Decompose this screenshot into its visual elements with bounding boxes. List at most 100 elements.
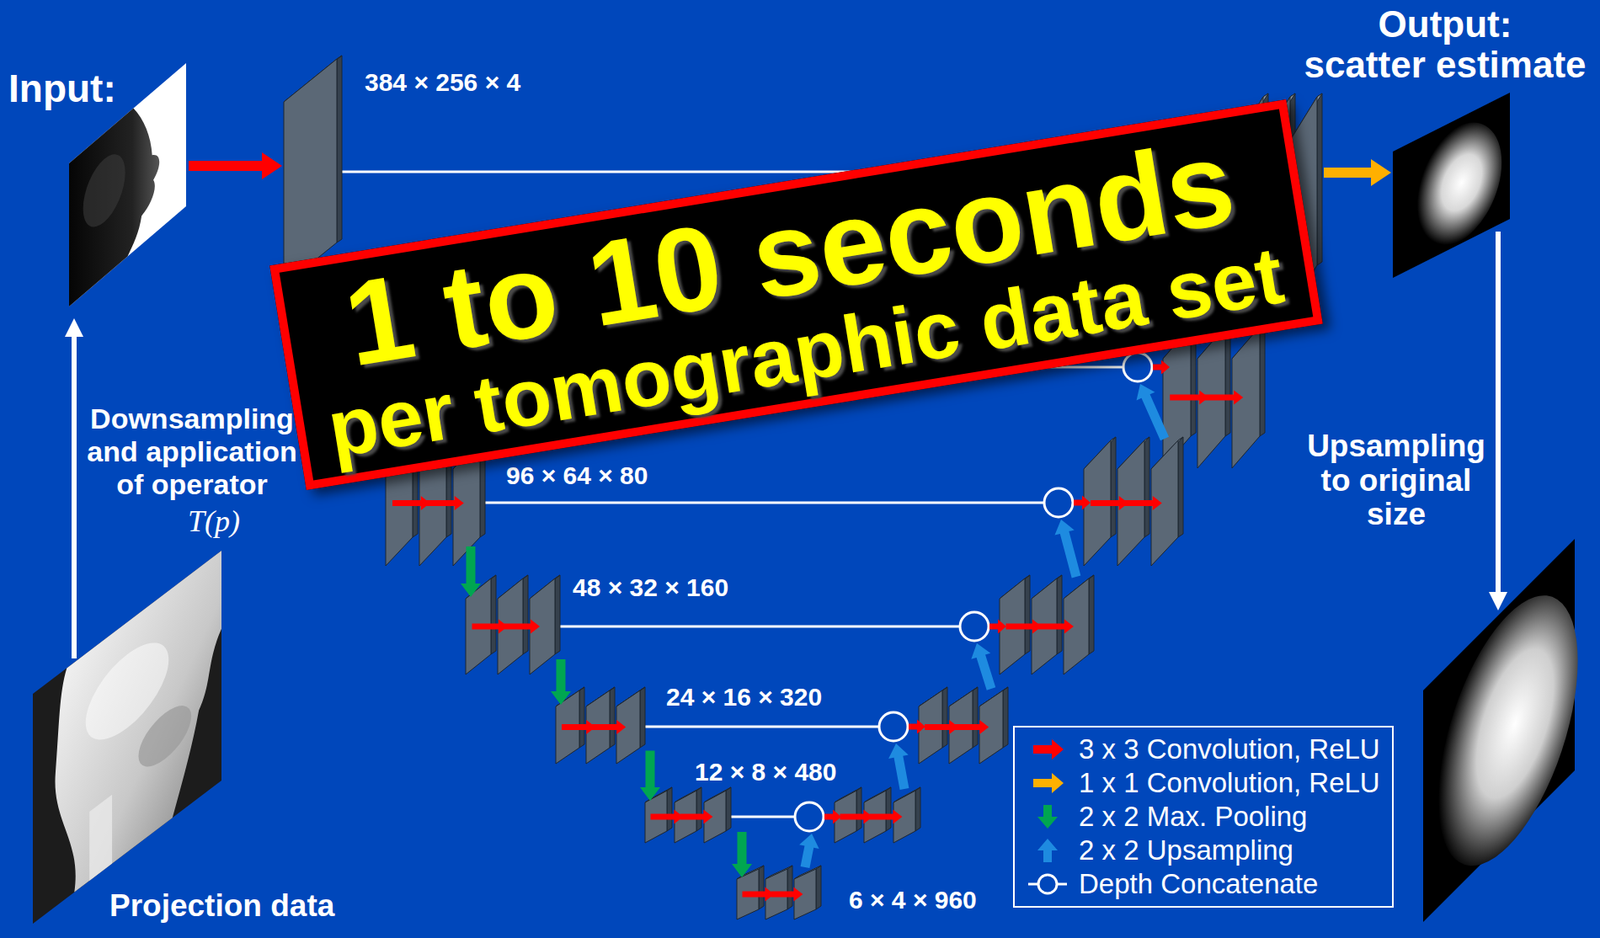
skip-line: [485, 501, 1045, 505]
convolution-arrow: [650, 810, 684, 825]
dimension-label: 24 × 16 × 320: [666, 682, 822, 711]
convolution-arrow: [954, 720, 989, 735]
feature-map-side: [522, 575, 528, 655]
pooling-arrow: [640, 751, 661, 802]
feature-map-side: [1110, 437, 1116, 538]
legend-label: 1 x 1 Convolution, ReLU: [1078, 767, 1381, 800]
convolution-arrow: [1006, 619, 1043, 635]
dimension-label: 6 × 4 × 960: [848, 885, 977, 914]
legend-swatch: [1033, 773, 1064, 794]
concatenate-symbol: [1123, 352, 1152, 382]
convolution-arrow: [771, 887, 804, 902]
upsampling-arrow: [1136, 384, 1169, 441]
dimension-label: 96 × 64 × 80: [506, 461, 649, 490]
skip-line: [560, 625, 960, 629]
feature-map-side: [816, 865, 822, 910]
legend-entry: 2 x 2 Upsampling: [1026, 833, 1381, 868]
feature-map-side: [758, 865, 764, 910]
spine-shade: [89, 794, 112, 881]
concatenate-symbol: [794, 802, 824, 832]
operator-symbol: T(p): [186, 505, 241, 539]
convolution-arrow: [989, 619, 1007, 635]
legend-entry: Depth Concatenate: [1026, 867, 1381, 902]
legend-swatch-frame: [1026, 769, 1069, 797]
convolution-arrow: [1204, 390, 1243, 406]
feature-map-side: [725, 787, 731, 832]
feature-map-side: [915, 787, 921, 832]
skull-highlight: [85, 623, 170, 760]
upsampling-flow-arrow: [1488, 231, 1508, 611]
legend-swatch: [1037, 838, 1058, 863]
unet-layers: [64, 55, 1508, 920]
convolution-arrow: [824, 810, 842, 825]
head-xray: [54, 550, 222, 907]
convolution-arrow: [426, 496, 464, 511]
legend-box: 3 x 3 Convolution, ReLU1 x 1 Convolution…: [1013, 725, 1394, 908]
feature-map-side: [1144, 437, 1150, 538]
pooling-arrow: [460, 546, 481, 598]
dimension-label: 12 × 8 × 480: [694, 757, 838, 786]
feature-map-side: [942, 687, 948, 748]
feature-map-side: [1317, 93, 1323, 266]
convolution-arrow: [592, 720, 626, 735]
legend-label: 3 x 3 Convolution, ReLU: [1078, 733, 1381, 766]
feature-map-side: [1225, 323, 1231, 437]
feature-map-side: [696, 787, 702, 832]
feature-map: [283, 58, 337, 286]
skip-line: [730, 816, 795, 819]
downsampling-flow-arrow: [64, 318, 84, 659]
convolution-arrow: [392, 496, 431, 511]
convolution-arrow: [742, 887, 775, 902]
upsampling-arrow: [970, 643, 996, 691]
legend-label: 2 x 2 Max. Pooling: [1078, 800, 1307, 833]
pooling-arrow: [550, 659, 571, 705]
skip-line: [645, 725, 880, 729]
process-note: Upsampling to original size: [1295, 429, 1498, 533]
convolution-arrow: [1169, 390, 1209, 406]
legend-swatch-frame: [1026, 837, 1069, 864]
feature-map-side: [856, 787, 862, 832]
projection-image: [32, 550, 222, 924]
convolution-arrow: [561, 720, 596, 735]
feature-map-side: [1024, 575, 1030, 655]
process-note: Downsampling and application of operator: [84, 402, 300, 502]
feature-map-side: [972, 687, 978, 748]
legend-swatch: [1033, 739, 1064, 760]
convolution-arrow: [680, 810, 714, 825]
legend-label: 2 x 2 Upsampling: [1078, 834, 1294, 867]
feature-map-side: [1178, 437, 1184, 538]
feature-map-side: [490, 575, 496, 655]
output-heading: Output:: [1293, 5, 1597, 44]
head-silhouette: [69, 85, 160, 307]
legend-entry: 1 x 1 Convolution, ReLU: [1026, 766, 1381, 800]
feature-map-side: [1056, 575, 1062, 655]
image-ground: [32, 550, 222, 924]
output-caption: scatter estimate: [1293, 45, 1597, 85]
pooling-arrow: [731, 832, 752, 878]
convolution-arrow: [1038, 619, 1075, 635]
upsampling-arrow: [1054, 519, 1081, 578]
legend-entry: 2 x 2 Max. Pooling: [1026, 800, 1381, 834]
feature-map-side: [1259, 323, 1265, 437]
convolution-arrow: [472, 619, 509, 635]
input-arrow: [188, 152, 283, 180]
output-arrow: [1323, 159, 1392, 187]
convolution-arrow: [1152, 360, 1170, 375]
convolution-arrow: [1073, 496, 1091, 511]
convolution-arrow: [1124, 496, 1163, 511]
concatenate-symbol: [879, 712, 908, 742]
scatter-glow: [1438, 544, 1579, 917]
scatter-glow: [1413, 104, 1503, 266]
scatter-image: [1392, 92, 1510, 278]
skull-shade: [83, 140, 126, 240]
feature-map-side: [640, 687, 646, 748]
image-caption: Projection data: [109, 889, 335, 924]
concatenate-symbol: [960, 612, 989, 641]
convolution-arrow: [840, 810, 874, 825]
concatenate-symbol: [1044, 488, 1073, 518]
convolution-arrow: [924, 720, 959, 735]
feature-map-side: [787, 865, 793, 910]
legend-swatch-frame: [1026, 803, 1069, 831]
feature-map-side: [1002, 687, 1008, 748]
